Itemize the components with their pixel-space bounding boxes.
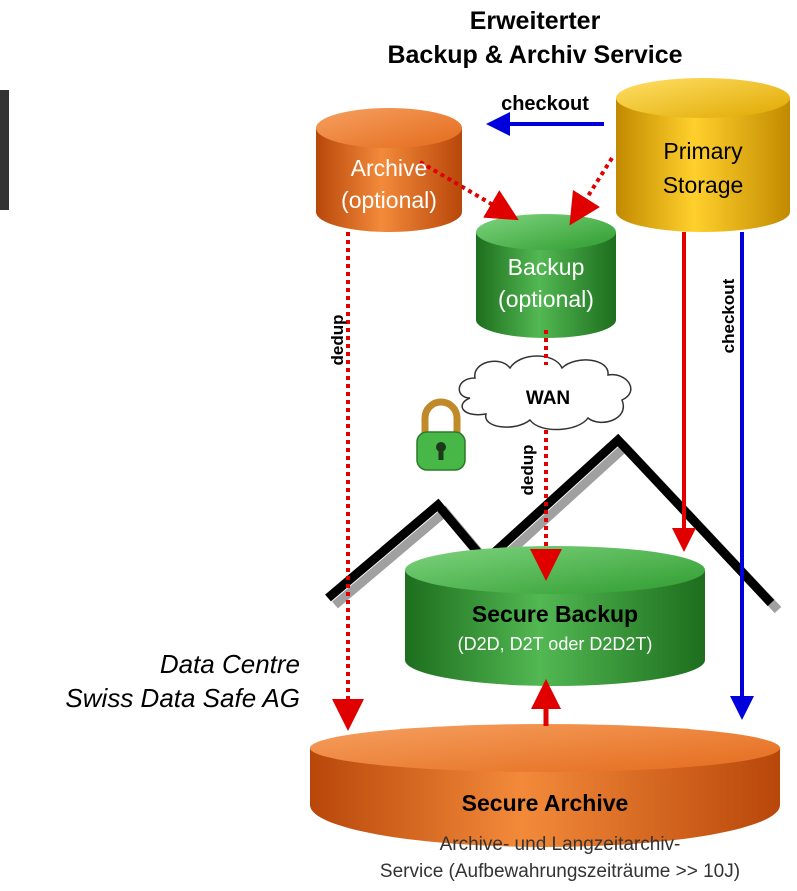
archive-cylinder: [316, 108, 462, 232]
secure-backup-label-1: Secure Backup: [472, 601, 638, 627]
primary-storage-cylinder: [616, 78, 790, 232]
wan-label: WAN: [526, 388, 570, 409]
primary-to-backup-arrow: [569, 156, 614, 226]
footer-line-1: Archive- und Langzeitarchiv-: [439, 834, 681, 855]
dedup-mid-label: dedup: [518, 445, 537, 496]
padlock-icon: [416, 398, 466, 471]
archive-label-1: Archive: [351, 155, 428, 181]
archive-to-backup-arrow: [418, 160, 519, 221]
data-centre-line-1: Data Centre: [159, 649, 300, 679]
title-line-2: Backup & Archiv Service: [387, 41, 683, 69]
checkout-right-label: checkout: [719, 278, 738, 353]
primary-label-1: Primary: [663, 138, 743, 164]
dedup-left-label: dedup: [328, 315, 347, 366]
backup-label-2: (optional): [498, 286, 594, 312]
backup-cylinder: [476, 214, 616, 338]
footer-line-2: Service (Aufbewahrungszeiträume >> 10J): [379, 861, 741, 882]
secure-backup-label-2: (D2D, D2T oder D2D2T): [458, 634, 653, 654]
title-line-1: Erweiterter: [469, 7, 601, 35]
checkout-top-label: checkout: [501, 93, 589, 115]
archive-label-2: (optional): [341, 187, 437, 213]
backup-label-1: Backup: [508, 254, 585, 280]
edge-bracket: [0, 90, 9, 210]
data-centre-line-2: Swiss Data Safe AG: [65, 683, 300, 713]
wan-cloud: [458, 355, 632, 431]
primary-label-2: Storage: [663, 172, 744, 198]
secure-archive-disk: [310, 724, 780, 847]
secure-archive-label: Secure Archive: [462, 790, 629, 816]
